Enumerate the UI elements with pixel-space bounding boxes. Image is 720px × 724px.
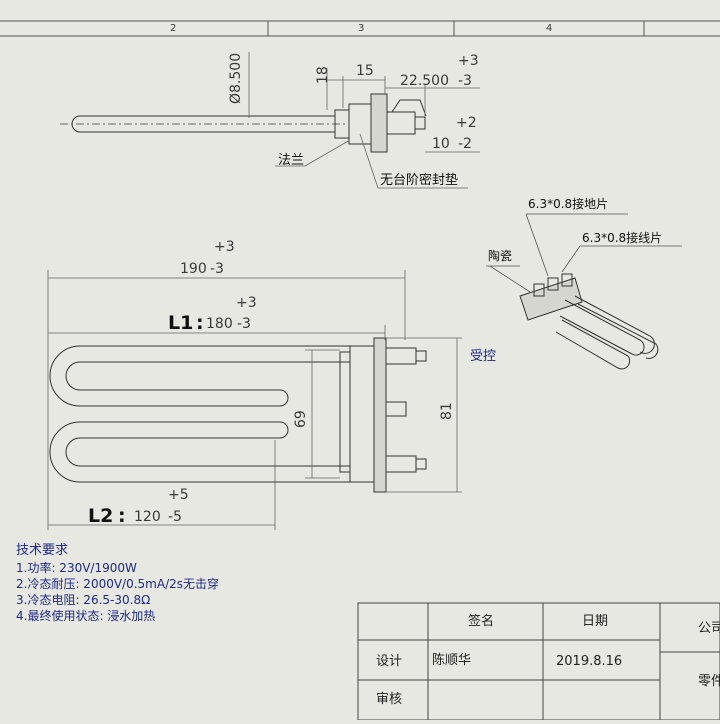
heating-tube-top xyxy=(71,115,336,133)
tb-part: 零件 xyxy=(698,674,720,689)
tol-l2-minus: -5 xyxy=(168,509,182,525)
flange-plate-front xyxy=(373,337,387,493)
tech-req-item: 4.最终使用状态: 浸水加热 xyxy=(16,609,156,623)
tb-col-date: 日期 xyxy=(582,614,609,629)
dim-l1: 180 xyxy=(206,316,233,332)
tb-row-review: 审核 xyxy=(376,692,403,707)
front-view xyxy=(47,270,462,530)
tol-l2-plus: +5 xyxy=(168,487,189,503)
flange-body-top xyxy=(348,103,372,145)
dim-15: 15 xyxy=(356,63,374,79)
tb-design-date: 2019.8.16 xyxy=(556,654,623,669)
dim-overall: 190 xyxy=(180,261,207,277)
tb-col-sign: 签名 xyxy=(468,614,495,629)
tech-req-title: 技术要求 xyxy=(16,543,69,558)
callout-ceramic: 陶瓷 xyxy=(488,249,513,263)
iso-terminal xyxy=(547,277,559,291)
tube-loop-lower-inner xyxy=(65,437,350,467)
terminal-body-top xyxy=(386,111,416,135)
callout-ground-tab: 6.3*0.8接地片 xyxy=(528,197,609,211)
iso-tube-back xyxy=(577,303,659,359)
tube-bend-right xyxy=(279,421,289,439)
l2-label: L2 xyxy=(88,505,114,527)
terminal-top-tip xyxy=(415,350,427,362)
iso-tube-lower xyxy=(555,319,631,370)
gasket-front xyxy=(339,351,351,473)
ground-tab-front xyxy=(385,401,407,417)
iso-tube-upper xyxy=(559,299,645,356)
iso-terminal xyxy=(533,283,545,297)
tol-l1-minus: -3 xyxy=(237,316,251,332)
terminal-top xyxy=(385,347,417,365)
dim-22-500: 22.500 xyxy=(400,73,449,89)
iso-terminal xyxy=(561,273,573,287)
tab-outline xyxy=(391,99,427,117)
title-block-frame xyxy=(357,602,720,721)
l1-label: L1 xyxy=(168,312,194,334)
tol-minus3: -3 xyxy=(458,73,472,89)
tube-loop-lower-outer xyxy=(49,421,350,483)
iso-flange xyxy=(519,277,583,321)
tol-plus2: +2 xyxy=(456,115,477,131)
terminal-tip-top xyxy=(414,116,426,130)
callout-flange: 法兰 xyxy=(278,153,305,168)
tol-plus3: +3 xyxy=(458,53,479,69)
controlled-stamp: 受控 xyxy=(470,349,497,364)
tol-overall-minus: -3 xyxy=(210,261,224,277)
zone-label: 4 xyxy=(546,23,553,34)
dim-18: 18 xyxy=(315,66,331,84)
flange-plate-top xyxy=(370,93,388,153)
terminal-bottom-tip xyxy=(415,458,427,470)
tech-req-item: 1.功率: 230V/1900W xyxy=(16,561,137,575)
leader-ground-tab xyxy=(525,213,549,277)
leader-flange xyxy=(304,139,351,167)
tol-overall-plus: +3 xyxy=(214,239,235,255)
leader-ceramic xyxy=(489,265,531,293)
dim-81: 81 xyxy=(439,402,455,420)
leader-gasket xyxy=(359,133,379,189)
l1-colon: : xyxy=(196,312,204,334)
zone-label: 2 xyxy=(170,23,177,34)
tube-loop-upper-inner xyxy=(65,361,350,391)
callout-gasket: 无台阶密封垫 xyxy=(380,173,459,188)
tol-l1-plus: +3 xyxy=(236,295,257,311)
tb-row-design: 设计 xyxy=(376,654,403,669)
dim-diameter: Ø8.500 xyxy=(228,52,244,104)
tech-req-item: 3.冷态电阻: 26.5-30.8Ω xyxy=(16,593,151,607)
tube-loop-upper-outer xyxy=(49,345,350,407)
title-block xyxy=(357,602,720,721)
iso-view xyxy=(486,213,682,370)
terminal-bottom xyxy=(385,455,417,473)
l2-colon: : xyxy=(118,505,126,527)
dim-69: 69 xyxy=(293,410,309,428)
iso-tube-outer xyxy=(574,295,655,354)
dim-l2: 120 xyxy=(134,509,161,525)
tb-company: 公司 xyxy=(698,621,720,636)
tb-designer: 陈顺华 xyxy=(432,653,472,668)
zone-label: 3 xyxy=(358,23,365,34)
tol-minus2: -2 xyxy=(458,136,472,152)
flange-body-front xyxy=(349,345,375,483)
tube-bend-right xyxy=(279,389,289,407)
callout-wire-tab: 6.3*0.8接线片 xyxy=(582,231,663,245)
top-view xyxy=(60,52,480,189)
leader-wire-tab xyxy=(561,245,581,273)
dim-10: 10 xyxy=(432,136,450,152)
tech-req-item: 2.冷态耐压: 2000V/0.5mA/2s无击穿 xyxy=(16,577,220,591)
